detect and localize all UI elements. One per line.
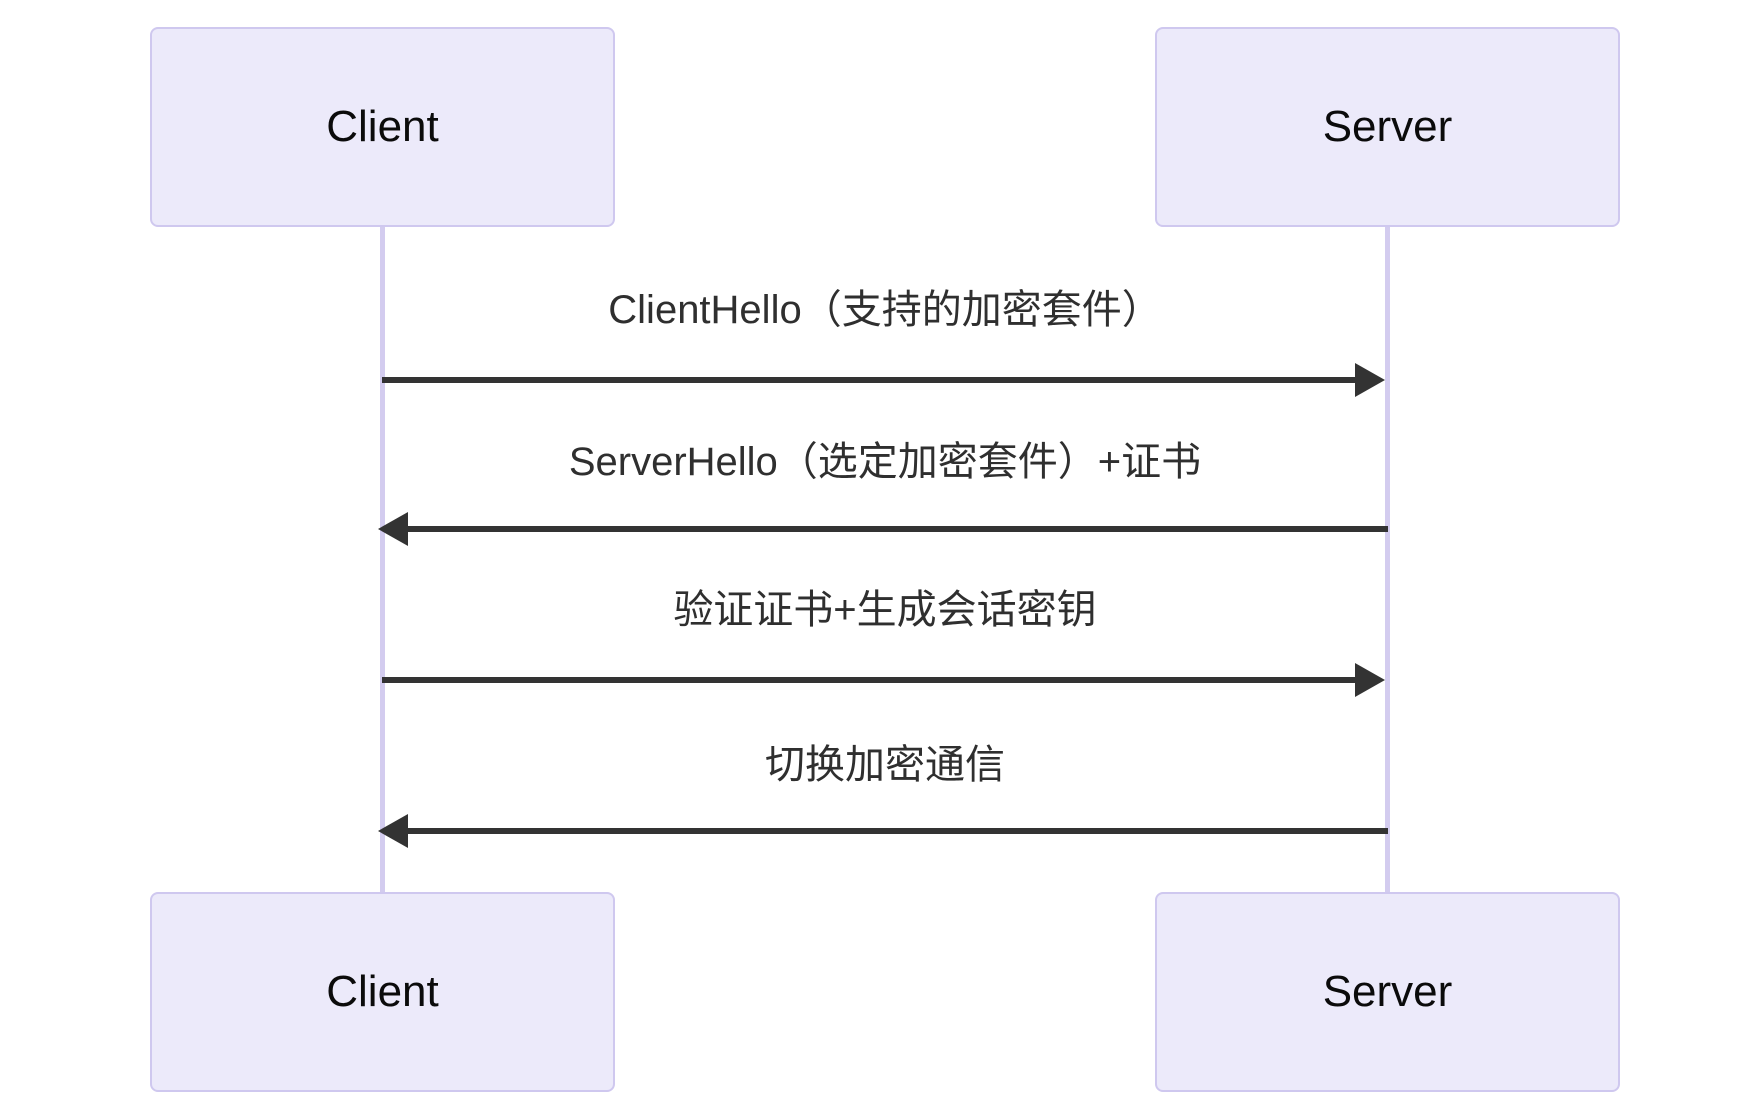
message-line-1 — [382, 377, 1372, 383]
message-line-4 — [408, 828, 1388, 834]
arrowhead-right-3 — [1355, 663, 1385, 697]
actor-label-server-bottom: Server — [1322, 967, 1453, 1016]
message-label-4: 切换加密通信 — [765, 743, 1005, 787]
message-line-3 — [382, 677, 1372, 683]
actor-box-server-bottom[interactable]: Server — [1155, 892, 1620, 1092]
lifeline-client — [380, 227, 385, 892]
message-label-1: ClientHello（支持的加密套件） — [608, 288, 1162, 332]
actor-box-server-top[interactable]: Server — [1155, 27, 1620, 227]
message-line-2 — [408, 526, 1388, 532]
actor-label-client-bottom: Client — [326, 967, 439, 1016]
actor-label-server-top: Server — [1322, 102, 1453, 151]
arrowhead-right-1 — [1355, 363, 1385, 397]
arrowhead-left-4 — [378, 814, 408, 848]
lifeline-server — [1385, 227, 1390, 892]
actor-box-client-bottom[interactable]: Client — [150, 892, 615, 1092]
arrowhead-left-2 — [378, 512, 408, 546]
actor-box-client-top[interactable]: Client — [150, 27, 615, 227]
message-label-3: 验证证书+生成会话密钥 — [673, 588, 1097, 632]
message-label-2: ServerHello（选定加密套件）+证书 — [568, 440, 1202, 484]
actor-label-client-top: Client — [326, 102, 439, 151]
